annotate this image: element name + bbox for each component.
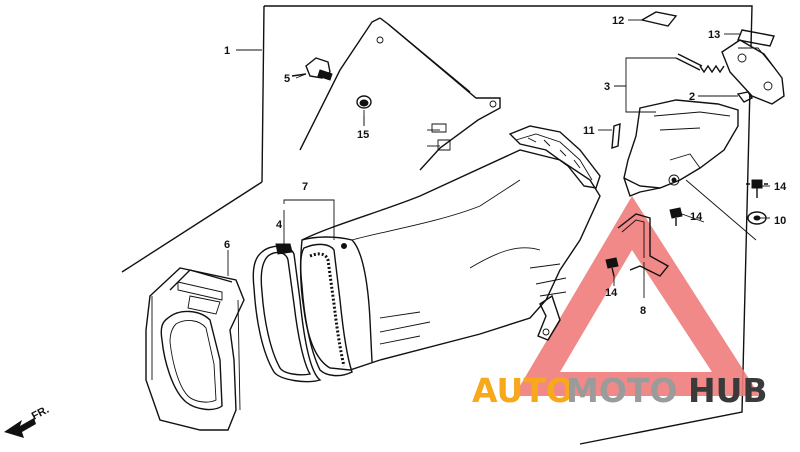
callout-12: 12 bbox=[612, 15, 624, 27]
gasket-ring bbox=[299, 243, 353, 377]
callout-3: 3 bbox=[604, 81, 610, 93]
callout-4: 4 bbox=[276, 219, 283, 231]
part-11-small bbox=[611, 122, 621, 150]
clip-part-5 bbox=[291, 57, 333, 81]
tag-part-13-label bbox=[737, 29, 775, 47]
bolt-part-14-b bbox=[669, 207, 683, 226]
callout-14-b: 14 bbox=[690, 211, 703, 223]
callout-14-a: 14 bbox=[774, 181, 787, 193]
bolt-part-14-a bbox=[746, 179, 768, 198]
callout-6: 6 bbox=[224, 239, 230, 251]
stay-part-8 bbox=[537, 213, 670, 341]
callout-1: 1 bbox=[224, 45, 230, 57]
bracket-part-13 bbox=[721, 39, 785, 105]
nut-part-2 bbox=[736, 91, 754, 103]
cover-part-6 bbox=[145, 267, 245, 431]
callout-5: 5 bbox=[284, 73, 290, 85]
watermark-triangle bbox=[514, 196, 760, 396]
callout-11: 11 bbox=[583, 125, 595, 137]
callout-14-c: 14 bbox=[605, 287, 618, 299]
callout-2: 2 bbox=[689, 91, 695, 103]
callout-10: 10 bbox=[774, 215, 786, 227]
callout-8: 8 bbox=[640, 305, 646, 317]
band-clamp-part-4 bbox=[252, 243, 322, 383]
callout-13: 13 bbox=[708, 29, 720, 41]
watermark-auto: AUTO bbox=[472, 371, 574, 410]
front-direction-arrow: FR. bbox=[4, 404, 51, 438]
watermark-moto: MOTO bbox=[566, 371, 677, 410]
frame-outline bbox=[121, 5, 753, 445]
bolt-part-14-c bbox=[605, 257, 619, 277]
callout-15: 15 bbox=[357, 129, 369, 141]
tag-part-12 bbox=[640, 11, 678, 27]
callout-labels: 1 2 3 4 5 6 7 8 10 11 12 13 14 14 14 15 bbox=[224, 15, 787, 317]
air-cleaner-case-frame bbox=[299, 17, 501, 171]
watermark-hub: HUB bbox=[688, 371, 768, 410]
leader-lines bbox=[227, 19, 770, 298]
spring-part-3 bbox=[675, 53, 725, 74]
duct-part-11 bbox=[623, 99, 739, 197]
direction-label: FR. bbox=[30, 404, 51, 423]
watermark-logo: AUTO MOTO HUB bbox=[472, 371, 768, 410]
callout-7: 7 bbox=[302, 181, 308, 193]
